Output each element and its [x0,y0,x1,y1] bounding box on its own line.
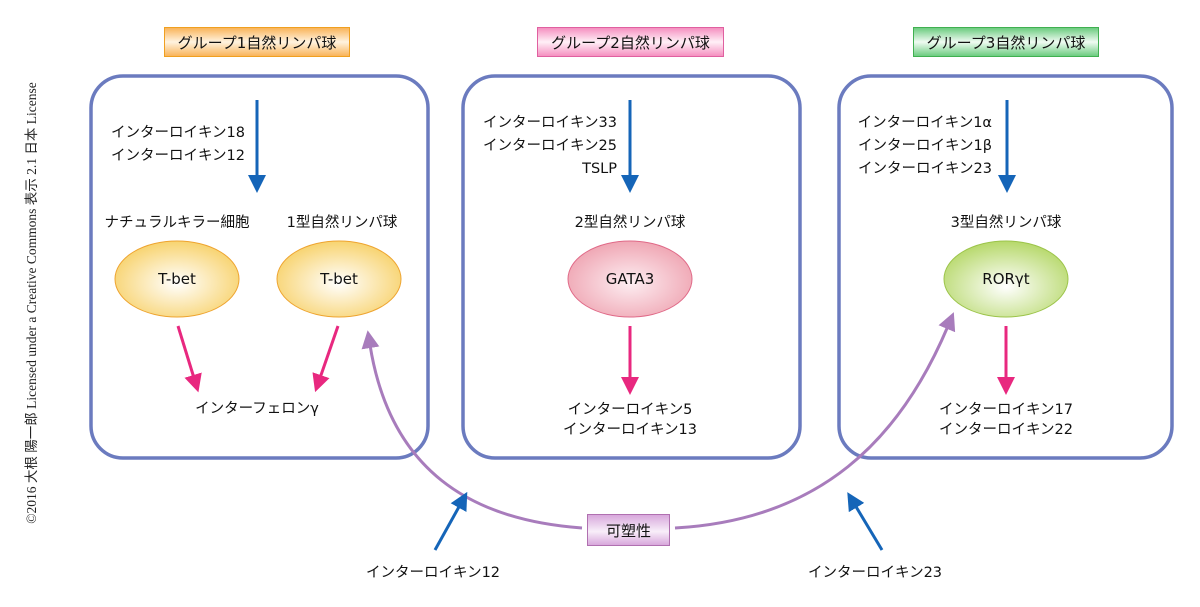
group3-input-1: インターロイキン1α [857,115,992,131]
group3-label: グループ3自然リンパ球 [913,27,1099,57]
ilc2-ellipse [567,240,693,318]
plasticity-input-arrow-right [847,492,884,551]
ilc1-name: 1型自然リンパ球 [286,215,398,231]
group2-box [461,74,802,460]
ilc1-ellipse [276,240,402,318]
ilc2-name: 2型自然リンパ球 [574,215,686,231]
output-arrow-ilc1 [312,325,340,393]
nk-cell-factor: T-bet [158,270,196,288]
group3-output-2: インターロイキン22 [938,422,1073,438]
group3-box [837,74,1174,460]
ilc3-factor: RORγt [982,270,1030,288]
group1-input-1: インターロイキン18 [110,125,245,141]
plasticity-input-arrow-left [433,491,468,551]
nk-cell-ellipse [114,240,240,318]
ilc3-name: 3型自然リンパ球 [950,215,1062,231]
plasticity-label: 可塑性 [587,514,670,546]
group2-input-1: インターロイキン33 [482,115,617,131]
group1-output-1: インターフェロンγ [195,401,319,417]
plasticity-arc-to-ilc1 [361,330,583,530]
plasticity-arc-to-ilc3 [674,312,956,530]
group2-input-2: インターロイキン25 [482,138,617,154]
group2-label: グループ2自然リンパ球 [537,27,724,57]
nk-cell-name: ナチュラルキラー細胞 [104,215,250,231]
group1-box [89,74,430,460]
group2-input-3: TSLP [582,161,617,177]
group1-input-2: インターロイキン12 [110,148,245,164]
group3-output-1: インターロイキン17 [938,402,1073,418]
group2-output-1: インターロイキン5 [567,402,693,418]
plasticity-right-input: インターロイキン23 [808,565,943,581]
group3-input-3: インターロイキン23 [857,161,992,177]
ilc1-factor: T-bet [320,270,358,288]
ilc3-ellipse [943,240,1069,318]
output-arrow-nk [176,325,202,393]
group1-label: グループ1自然リンパ球 [164,27,350,57]
plasticity-left-input: インターロイキン12 [366,565,501,581]
ilc2-factor: GATA3 [605,270,655,288]
group2-output-2: インターロイキン13 [562,422,697,438]
group3-input-2: インターロイキン1β [857,138,992,154]
